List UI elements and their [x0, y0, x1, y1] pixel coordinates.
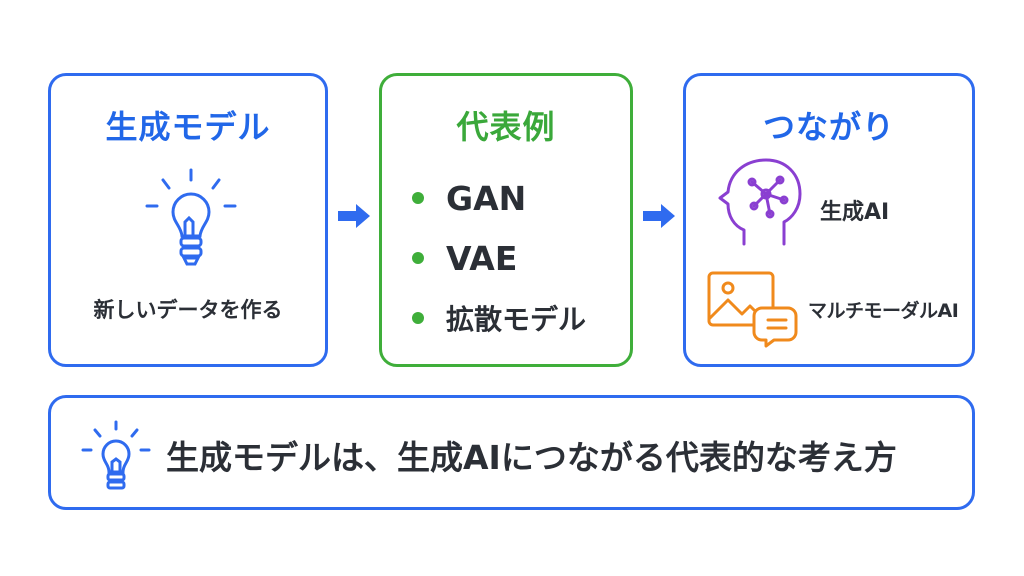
brain-head-icon — [718, 158, 802, 246]
lightbulb-icon — [81, 420, 151, 490]
examples-card: 代表例 GAN VAE 拡散モデル — [379, 73, 633, 367]
bullet-dot — [412, 252, 424, 264]
image-chat-icon — [707, 271, 798, 348]
summary-card: 生成モデルは、生成AIにつながる代表的な考え方 — [48, 395, 975, 510]
multimodal-ai-label: マルチモーダルAI — [808, 300, 959, 322]
connections-title: つながり — [762, 108, 895, 146]
generative-model-description: 新しいデータを作る — [93, 298, 283, 322]
list-item: GAN — [412, 168, 586, 228]
examples-list: GAN VAE 拡散モデル — [412, 168, 586, 348]
bullet-dot — [412, 192, 424, 204]
generative-model-card: 生成モデル 新しいデータを作る — [48, 73, 328, 367]
example-label: VAE — [446, 238, 518, 278]
generative-model-title: 生成モデル — [105, 108, 271, 146]
bullet-dot — [412, 312, 424, 324]
arrow-right-icon — [643, 204, 675, 228]
lightbulb-icon — [145, 168, 237, 266]
arrow-right-icon — [338, 204, 370, 228]
generative-ai-label: 生成AI — [820, 200, 890, 225]
summary-text: 生成モデルは、生成AIにつながる代表的な考え方 — [166, 438, 897, 477]
example-label: GAN — [446, 178, 527, 218]
list-item: 拡散モデル — [412, 288, 586, 348]
example-label: 拡散モデル — [446, 303, 587, 336]
examples-title: 代表例 — [456, 108, 556, 146]
connections-card: つながり 生成AI マルチモーダルAI — [683, 73, 975, 367]
list-item: VAE — [412, 228, 586, 288]
